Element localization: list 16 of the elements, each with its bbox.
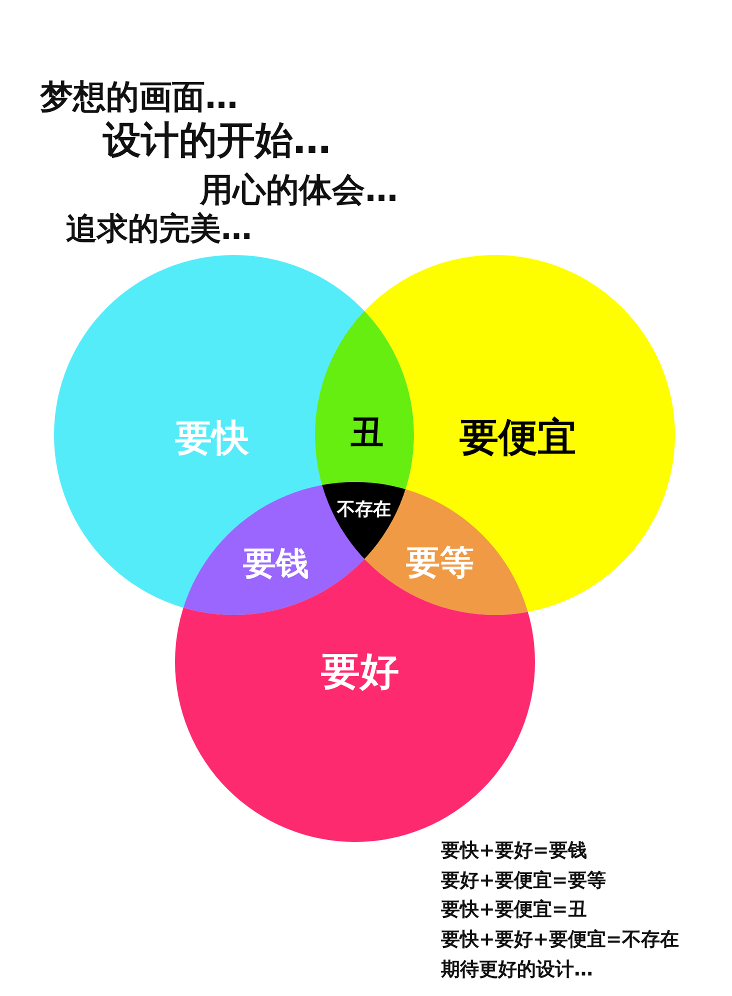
- overlap-label: 不存在: [337, 501, 391, 519]
- overlap-label: 丑: [350, 416, 384, 450]
- tagline-text: 梦想的画面…: [40, 78, 238, 116]
- tagline-text: 追求的完美…: [66, 212, 252, 246]
- tagline-text: 设计的开始…: [103, 120, 331, 162]
- circle-label: 要好: [321, 652, 399, 692]
- equation-text: 要快+要好+要便宜=不存在: [441, 930, 679, 950]
- equation-text: 要快+要便宜=丑: [441, 900, 587, 920]
- equation-text: 要好+要便宜=要等: [441, 870, 606, 892]
- circle-label: 要便宜: [460, 418, 576, 458]
- overlap-label: 要钱: [243, 546, 309, 580]
- overlap-label: 要等: [406, 546, 474, 580]
- circle-label: 要快: [175, 420, 249, 456]
- tagline-text: 用心的体会…: [200, 172, 398, 208]
- closing-note-text: 期待更好的设计…: [441, 960, 593, 980]
- equation-text: 要快+要好=要钱: [441, 840, 587, 862]
